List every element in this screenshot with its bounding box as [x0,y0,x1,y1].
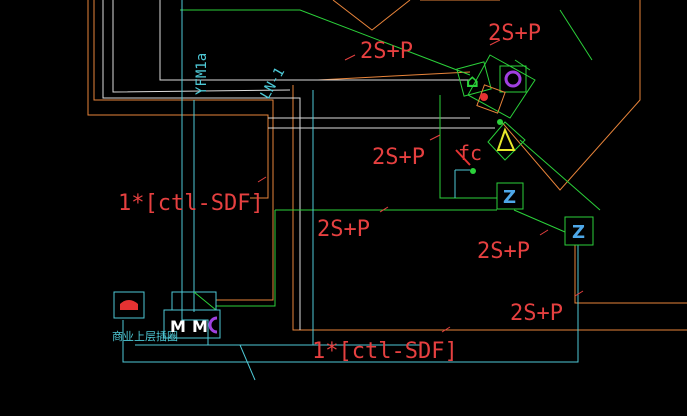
label-leaders [257,39,584,333]
z-icon: Z [572,222,585,243]
cyan-wires [122,0,579,381]
label-yfm1a: YFM1a [194,53,210,95]
z-device-1[interactable]: Z [496,182,524,210]
z-icon: Z [503,187,516,208]
z-device-2[interactable]: Z [564,216,594,246]
socket-device[interactable] [113,291,145,319]
orange-wires [87,0,687,331]
bell-icon [496,127,516,151]
label-2s-p-2: 2S+P [488,21,541,46]
white-wires [102,0,495,330]
label-2s-p-4: 2S+P [317,217,370,242]
yellow-device[interactable] [455,119,526,174]
label-2s-p-3: 2S+P [372,145,425,170]
label-2s-p-1: 2S+P [360,39,413,64]
green-wires [180,9,601,307]
label-ctl-sdf-1: 1*[ctl-SDF] [118,191,264,216]
motor-m-icon: M [170,317,186,336]
label-shop-socket: 商业上层插圈 [112,329,178,343]
label-2s-p-5: 2S+P [477,239,530,264]
label-ctl-sdf-2: 1*[ctl-SDF] [312,339,458,364]
motor-panel[interactable]: M M [163,291,221,339]
device-cluster-top[interactable]: ⌂ [456,54,536,119]
motor-icon [504,70,522,88]
label-ln-1: LN-1 [258,65,289,102]
motor-m-icon-2: M [192,317,208,336]
red-dot-icon [480,93,488,101]
fan-icon: ⌂ [466,71,479,92]
label-2s-p-6: 2S+P [510,301,563,326]
motor-c-icon [208,316,218,334]
phone-icon [120,300,138,310]
label-fc: fc [458,141,482,165]
